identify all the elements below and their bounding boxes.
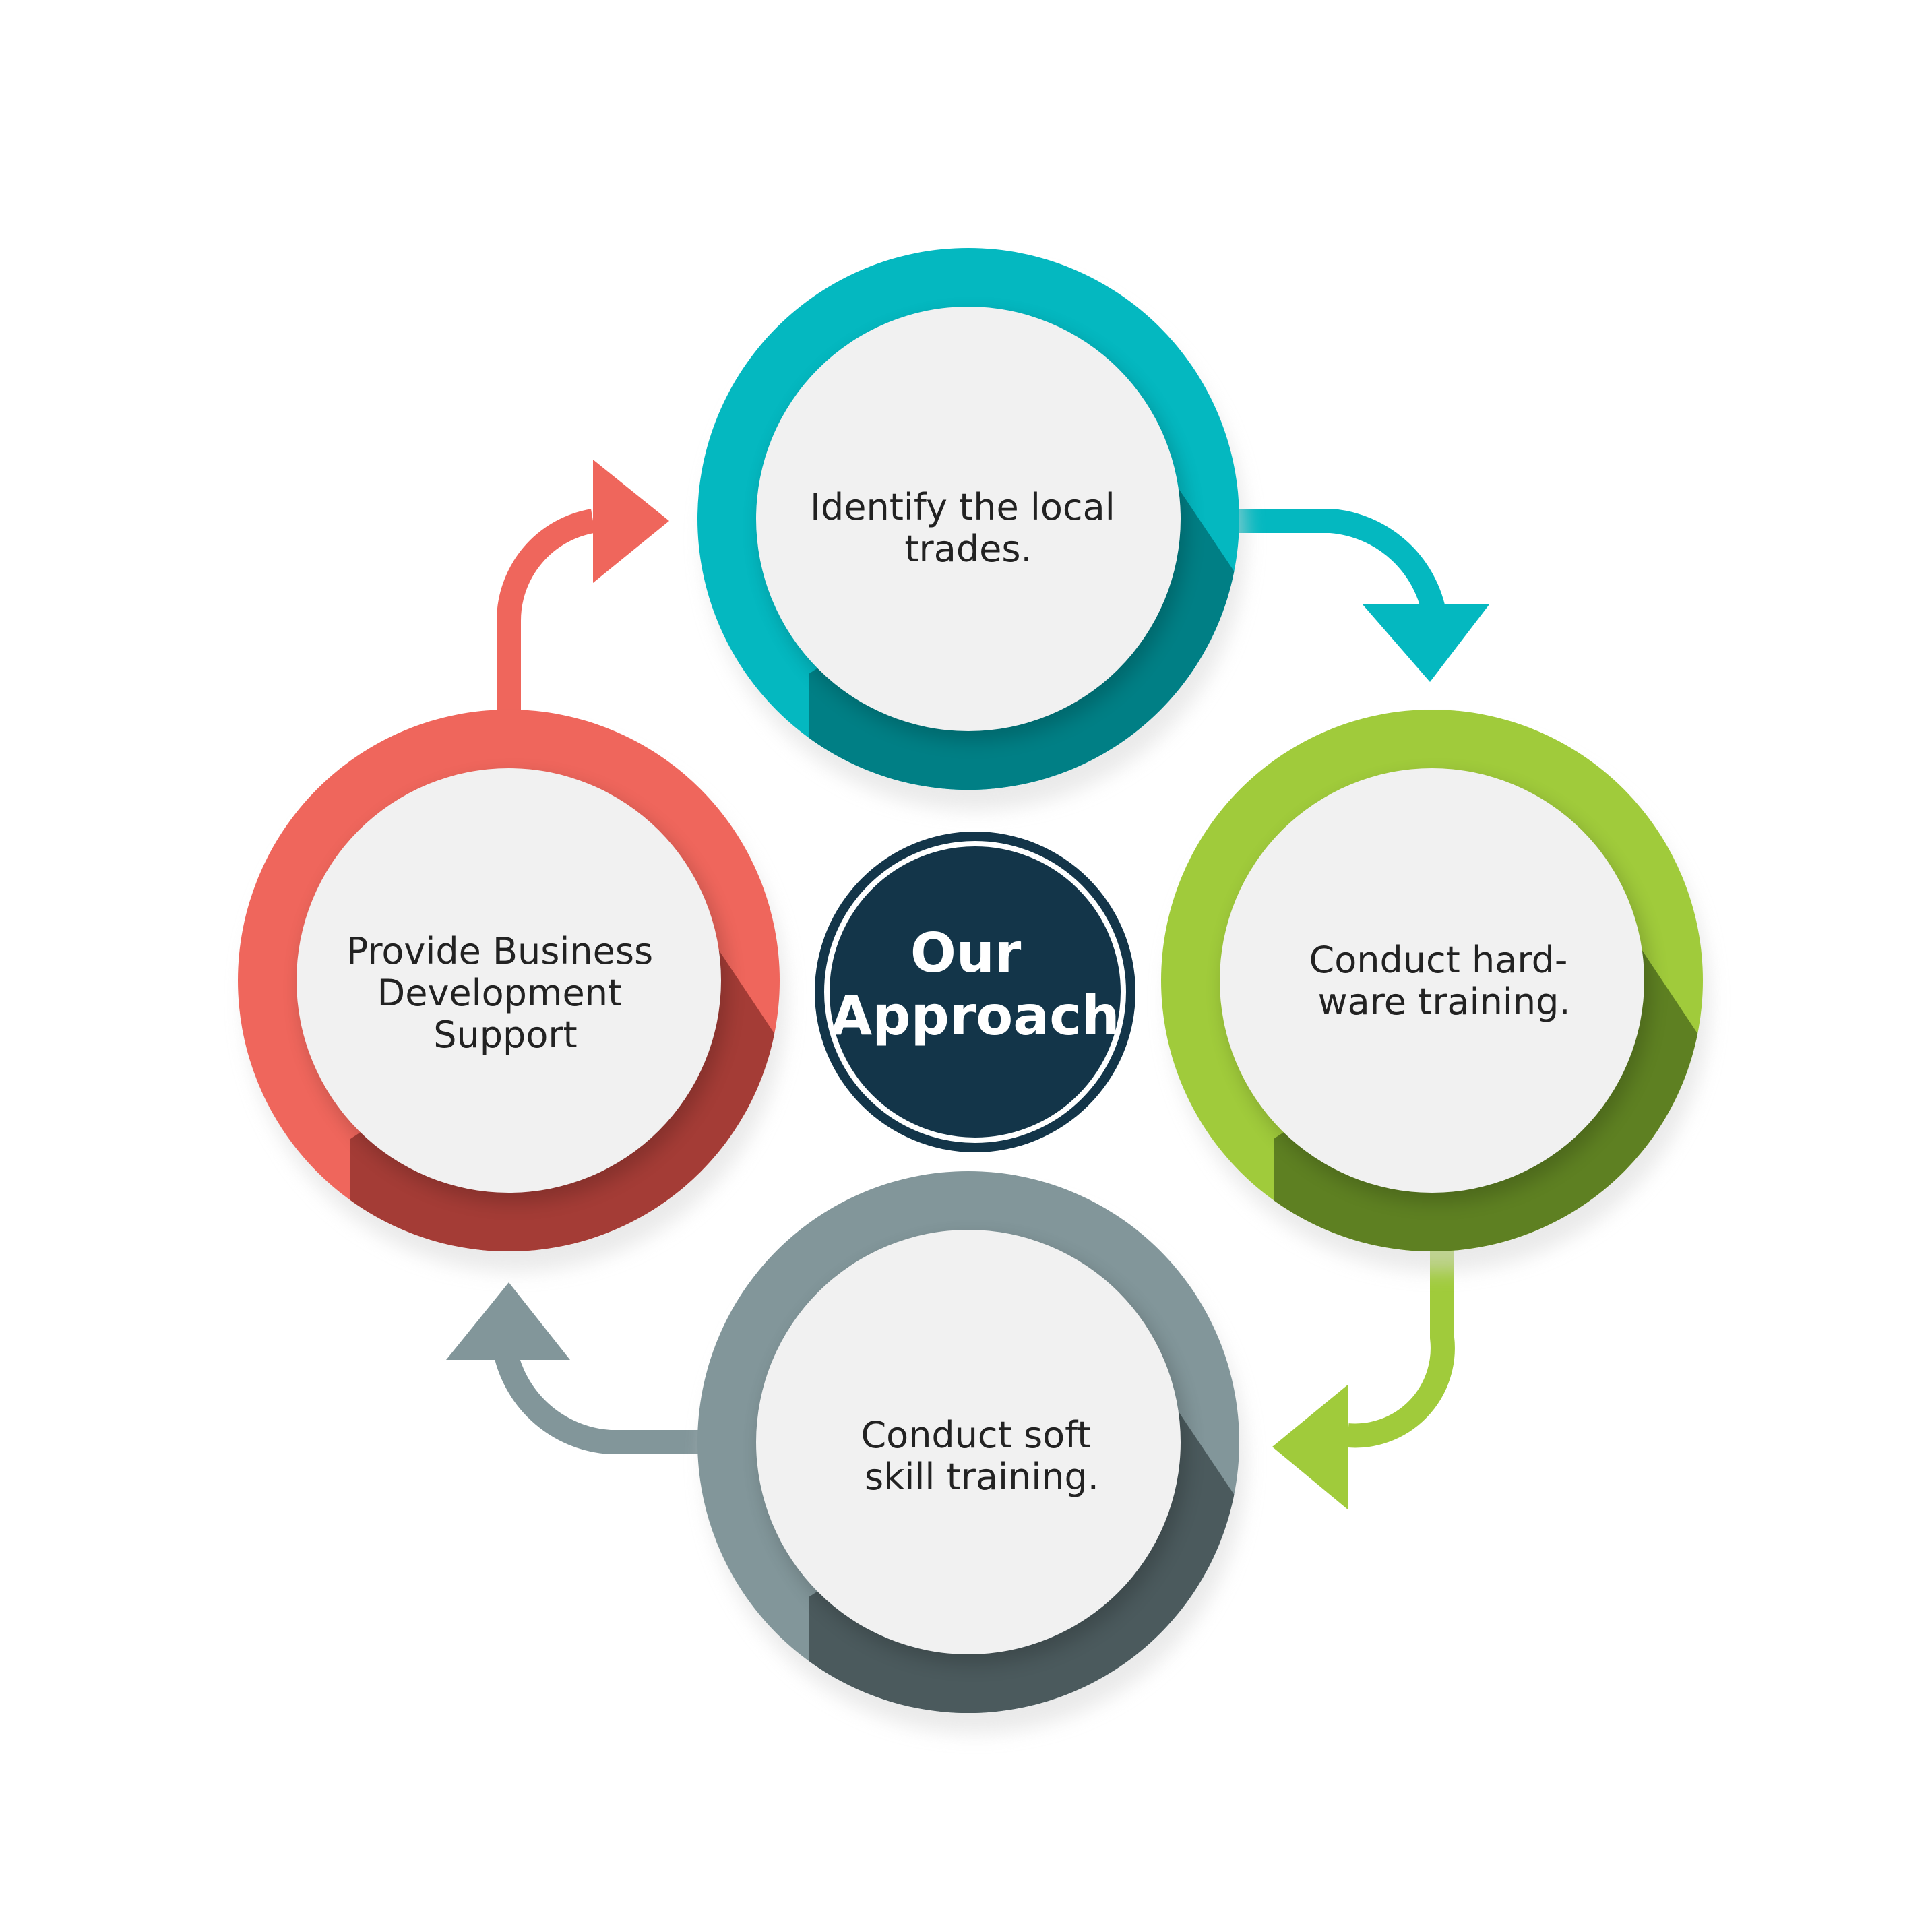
arrow-step3-to-step4 <box>446 1282 704 1454</box>
arrowhead-step3 <box>1272 1385 1348 1509</box>
step-label-line: Identify the local <box>810 486 1115 528</box>
step-inner-disc <box>756 307 1181 731</box>
step-inner-disc <box>756 1230 1181 1654</box>
step-inner-disc <box>1220 768 1644 1193</box>
arrow-step1-to-step2 <box>1237 509 1489 682</box>
arrow-step2-to-step3 <box>1272 1243 1455 1509</box>
step-label-line: Development <box>377 972 623 1014</box>
step-node-hardware-training: Conduct hard- ware training. <box>1161 710 1710 1272</box>
step-label-line: ware training. <box>1317 980 1570 1023</box>
step-label-line: Provide Business <box>346 930 653 972</box>
center-title: Our Approach <box>830 922 1119 1047</box>
step-node-business-support: Provide Business Development Support <box>238 710 786 1272</box>
step-label: Provide Business Development Support <box>346 930 665 1056</box>
step-label: Conduct hard- ware training. <box>1309 939 1580 1023</box>
step-label-line: Conduct soft <box>861 1414 1091 1456</box>
step-label: Identify the local trades. <box>810 486 1127 570</box>
center-title-line: Our <box>910 922 1022 985</box>
center-badge: Our Approach <box>815 832 1135 1152</box>
arrowhead-step1 <box>593 460 669 583</box>
step-label-line: Support <box>433 1014 577 1056</box>
arrowhead-step2 <box>1363 604 1489 682</box>
step-label-line: skill training. <box>865 1456 1099 1498</box>
step-node-soft-skill-training: Conduct soft skill training. <box>697 1171 1246 1733</box>
step-node-identify-trades: Identify the local trades. <box>697 248 1246 810</box>
arrow-step4-to-step1 <box>496 460 669 714</box>
arrowhead-step4 <box>446 1282 570 1360</box>
step-label-line: Conduct hard- <box>1309 939 1568 981</box>
step-label: Conduct soft skill training. <box>861 1414 1102 1498</box>
center-title-line: Approach <box>830 985 1119 1047</box>
step-label-line: trades. <box>904 528 1032 570</box>
step-inner-disc <box>297 768 721 1193</box>
